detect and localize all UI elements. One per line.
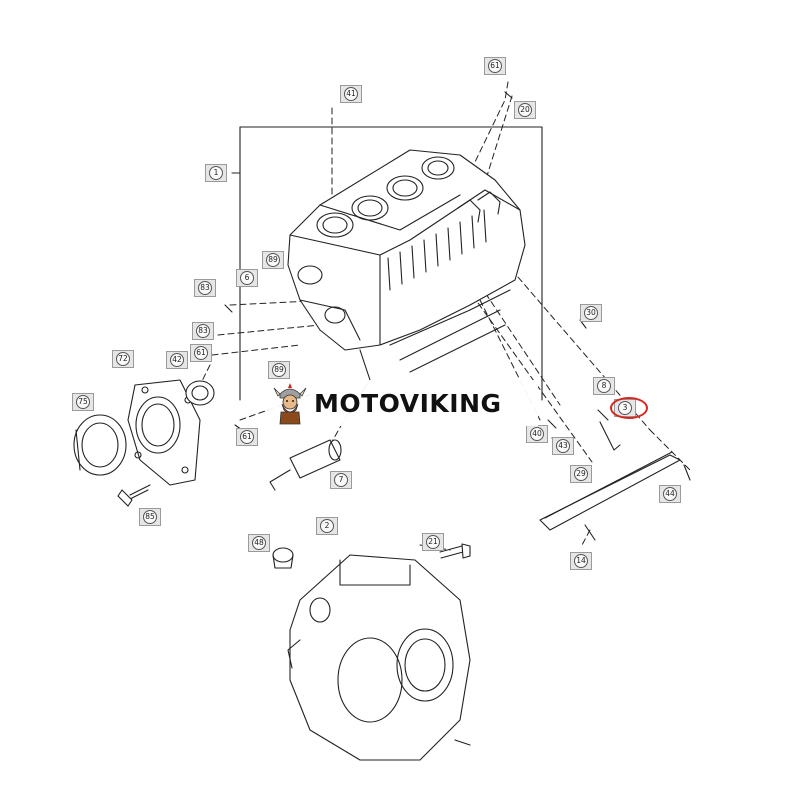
callout-42: 42: [166, 351, 188, 369]
callout-number: 89: [272, 363, 286, 377]
callout-40: 40: [526, 425, 548, 443]
callout-number: 20: [518, 103, 532, 117]
callout-41: 41: [340, 85, 362, 103]
gasket-strip: [539, 451, 681, 531]
callout-number: 41: [344, 87, 358, 101]
callout-number: 42: [170, 353, 184, 367]
callout-number: 14: [574, 554, 588, 568]
callout-number: 83: [198, 281, 212, 295]
callout-number: 30: [584, 306, 598, 320]
solenoid-part: [269, 439, 342, 491]
callout-number: 29: [574, 467, 588, 481]
callout-72: 72: [112, 350, 134, 368]
callout-number: 61: [194, 346, 208, 360]
callout-number: 75: [76, 395, 90, 409]
bolt-21: [439, 543, 471, 559]
callout-48: 48: [248, 534, 270, 552]
cylinder-block: [287, 149, 526, 396]
highlight-circle: [610, 397, 648, 419]
washer: [272, 547, 294, 569]
callout-8: 8: [593, 377, 615, 395]
callout-75: 75: [72, 393, 94, 411]
callout-30: 30: [580, 304, 602, 322]
bolt: [117, 484, 151, 507]
callout-29: 29: [570, 465, 592, 483]
flywheel-housing: [287, 554, 471, 761]
callout-number: 48: [252, 536, 266, 550]
callout-61: 61: [484, 57, 506, 75]
callout-number: 44: [663, 487, 677, 501]
viking-mascot-icon: [273, 383, 307, 425]
callout-85: 85: [139, 508, 161, 526]
callout-21: 21: [422, 533, 444, 551]
callout-number: 72: [116, 352, 130, 366]
callout-44: 44: [659, 485, 681, 503]
callout-number: 2: [320, 519, 334, 533]
callout-number: 40: [530, 427, 544, 441]
callout-43: 43: [552, 437, 574, 455]
callout-7: 7: [330, 471, 352, 489]
brand-wordmark: MOTOVIKING: [314, 388, 502, 418]
callout-number: 7: [334, 473, 348, 487]
callout-14: 14: [570, 552, 592, 570]
callout-number: 8: [597, 379, 611, 393]
motoviking-watermark: MOTOVIKING: [268, 380, 538, 426]
callout-89: 89: [268, 361, 290, 379]
callout-number: 6: [240, 271, 254, 285]
seal-retainer: [127, 379, 201, 486]
assembly-bracket: [231, 126, 543, 401]
callout-61: 61: [190, 344, 212, 362]
callout-6: 6: [236, 269, 258, 287]
callout-1: 1: [205, 164, 227, 182]
callout-number: 83: [196, 324, 210, 338]
callout-number: 89: [266, 253, 280, 267]
callout-number: 1: [209, 166, 223, 180]
callout-83: 83: [192, 322, 214, 340]
callout-number: 61: [240, 430, 254, 444]
callout-2: 2: [316, 517, 338, 535]
callout-83: 83: [194, 279, 216, 297]
callout-number: 85: [143, 510, 157, 524]
callout-number: 21: [426, 535, 440, 549]
o-ring: [185, 380, 215, 406]
callout-89: 89: [262, 251, 284, 269]
callout-61: 61: [236, 428, 258, 446]
callout-20: 20: [514, 101, 536, 119]
oil-seal: [73, 414, 127, 476]
callout-number: 61: [488, 59, 502, 73]
callout-number: 43: [556, 439, 570, 453]
